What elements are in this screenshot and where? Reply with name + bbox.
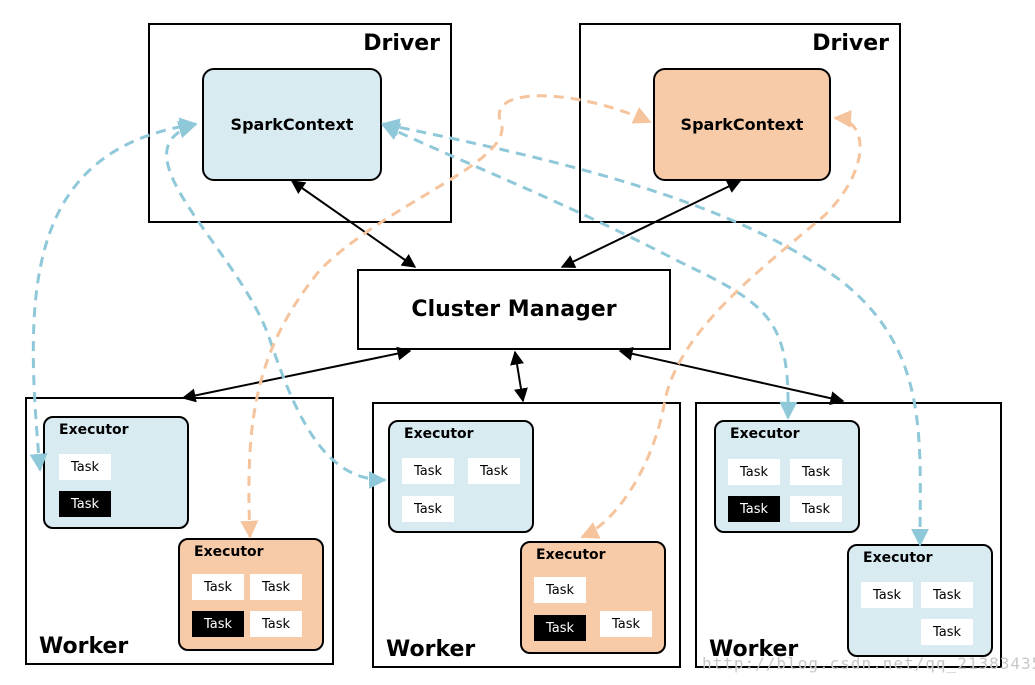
driver-box-1: Driver SparkContext xyxy=(148,23,452,223)
worker-title-3: Worker xyxy=(709,637,799,662)
executor-label: Executor xyxy=(59,422,129,438)
task: Task xyxy=(59,454,111,480)
task: Task xyxy=(250,611,302,637)
executor-label: Executor xyxy=(730,426,800,442)
task: Task xyxy=(250,574,302,600)
arrow-cluster-worker2 xyxy=(510,350,528,403)
task-busy: Task xyxy=(192,611,244,637)
worker-box-2: Worker Executor Task Task Task Executor … xyxy=(372,402,681,668)
driver-title-1: Driver xyxy=(363,31,440,56)
task: Task xyxy=(790,459,842,485)
task: Task xyxy=(861,582,913,608)
task: Task xyxy=(600,611,652,637)
driver-box-2: Driver SparkContext xyxy=(579,23,901,223)
executor-w1-1: Executor Task Task xyxy=(43,416,189,529)
task-busy: Task xyxy=(534,615,586,641)
worker-box-3: Worker Executor Task Task Task Task Exec… xyxy=(695,402,1002,668)
cluster-manager-box: Cluster Manager xyxy=(357,269,671,350)
cluster-manager-label: Cluster Manager xyxy=(411,297,617,322)
executor-label: Executor xyxy=(404,426,474,442)
arrow-cluster-worker1 xyxy=(181,346,412,403)
executor-w3-1: Executor Task Task Task Task xyxy=(714,420,860,533)
executor-w2-1: Executor Task Task Task xyxy=(388,420,534,533)
executor-w2-2: Executor Task Task Task xyxy=(520,541,666,654)
watermark-text: http://blog.csdn.net/qq_21383435 xyxy=(702,654,1035,673)
executor-w1-2: Executor Task Task Task Task xyxy=(178,538,324,651)
spark-context-1: SparkContext xyxy=(202,68,382,181)
task: Task xyxy=(534,577,586,603)
worker-box-1: Worker Executor Task Task Executor Task … xyxy=(25,397,334,665)
task: Task xyxy=(728,459,780,485)
worker-title-1: Worker xyxy=(39,634,129,659)
task: Task xyxy=(921,619,973,645)
driver-title-2: Driver xyxy=(812,31,889,56)
executor-label: Executor xyxy=(194,544,264,560)
task: Task xyxy=(192,574,244,600)
executor-w3-2: Executor Task Task Task xyxy=(847,544,993,657)
task: Task xyxy=(790,496,842,522)
task: Task xyxy=(402,458,454,484)
task-busy: Task xyxy=(728,496,780,522)
executor-label: Executor xyxy=(863,550,933,566)
arrow-cluster-worker3 xyxy=(618,346,845,406)
worker-title-2: Worker xyxy=(386,637,476,662)
task: Task xyxy=(402,496,454,522)
task: Task xyxy=(468,458,520,484)
task: Task xyxy=(921,582,973,608)
spark-context-2: SparkContext xyxy=(653,68,831,181)
task-busy: Task xyxy=(59,491,111,517)
executor-label: Executor xyxy=(536,547,606,563)
